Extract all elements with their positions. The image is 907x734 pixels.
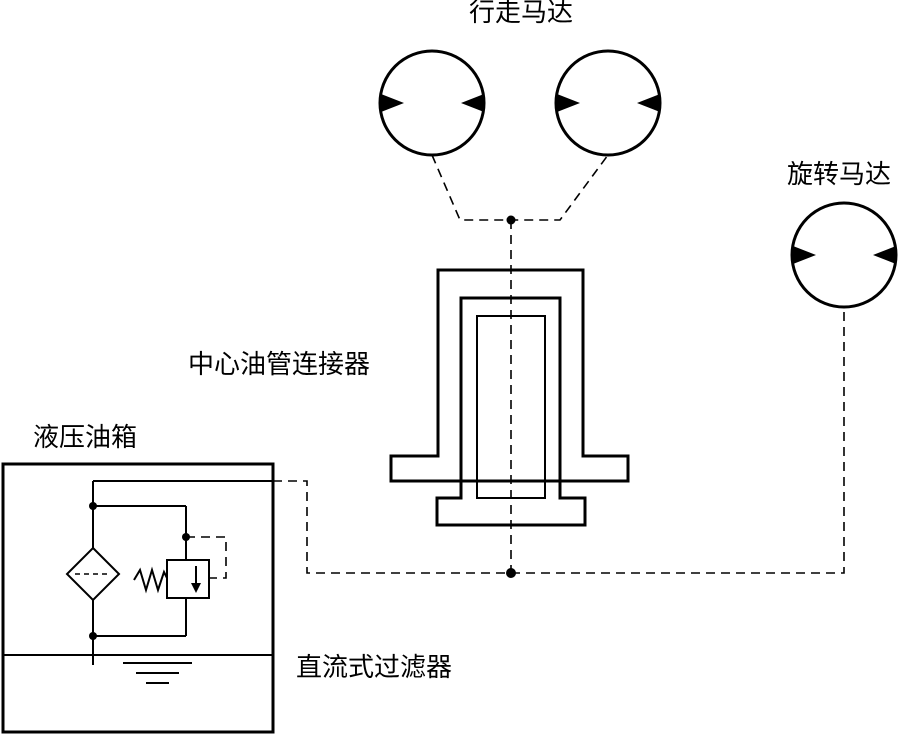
tank-outline (1, 462, 275, 734)
swivel-inner-core (476, 315, 546, 499)
filter-element (65, 546, 121, 602)
bypass-pilot-line (186, 536, 227, 579)
travel-motor-right-port-out (637, 94, 660, 112)
travel-motor-drain-line (431, 154, 609, 221)
travel-motor-label: 行走马达 (469, 0, 574, 28)
travel-motor-left-port-in (381, 94, 404, 112)
return-drain-line (273, 307, 845, 574)
central-joint-label: 中心油管连接器 (188, 350, 371, 380)
rotary-motor-label: 旋转马达 (787, 160, 892, 190)
return-junction-dot (506, 568, 516, 578)
bypass-valve-box (166, 559, 210, 599)
tank-symbol (123, 662, 192, 684)
rotary-motor (790, 201, 898, 309)
inline-filter-label: 直流式过滤器 (296, 653, 453, 683)
rotary-motor-port-in (793, 246, 816, 264)
hydraulic-tank-label: 液压油箱 (33, 423, 138, 453)
bypass-valve (133, 559, 210, 599)
rotary-motor-port-out (873, 246, 896, 264)
hydraulic-tank (1, 462, 275, 734)
central-swivel-joint (389, 268, 630, 527)
travel-motor-left-port-out (461, 94, 484, 112)
bypass-valve-spring (133, 566, 168, 594)
travel-motor-right-port-in (557, 94, 580, 112)
inline-filter-circuit (65, 480, 273, 665)
swivel-middle-body (435, 296, 587, 527)
travel-motor-left (378, 49, 486, 157)
travel-motor-right (554, 49, 662, 157)
bypass-valve-arrow-head (191, 583, 201, 593)
swivel-outer-body (389, 268, 630, 483)
